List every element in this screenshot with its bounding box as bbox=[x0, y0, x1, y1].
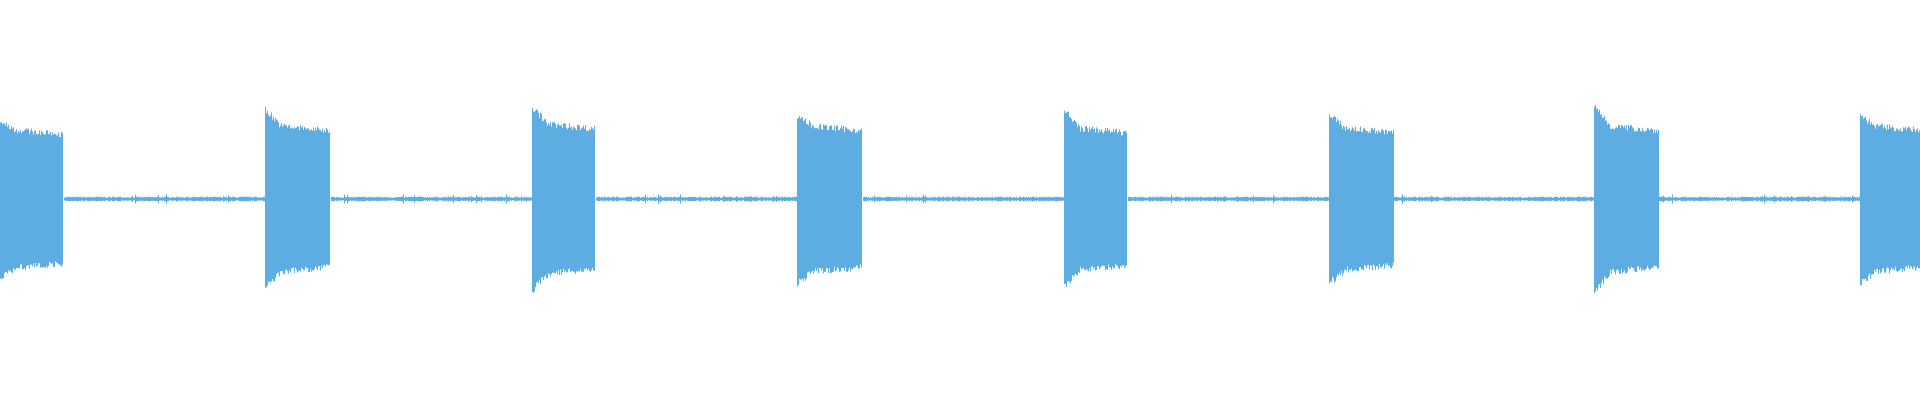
waveform-burst-7 bbox=[1593, 105, 1660, 293]
waveform-burst-2 bbox=[264, 107, 331, 288]
waveform-baseline bbox=[64, 194, 1861, 204]
waveform-burst-3 bbox=[531, 108, 596, 293]
waveform-burst-4 bbox=[796, 115, 863, 287]
waveform-burst-8 bbox=[1859, 114, 1920, 286]
waveform-burst-1 bbox=[0, 122, 64, 279]
waveform-bursts bbox=[0, 105, 1920, 293]
waveform-burst-5 bbox=[1063, 110, 1128, 287]
waveform-burst-6 bbox=[1328, 114, 1395, 284]
noise-floor bbox=[64, 194, 1861, 204]
